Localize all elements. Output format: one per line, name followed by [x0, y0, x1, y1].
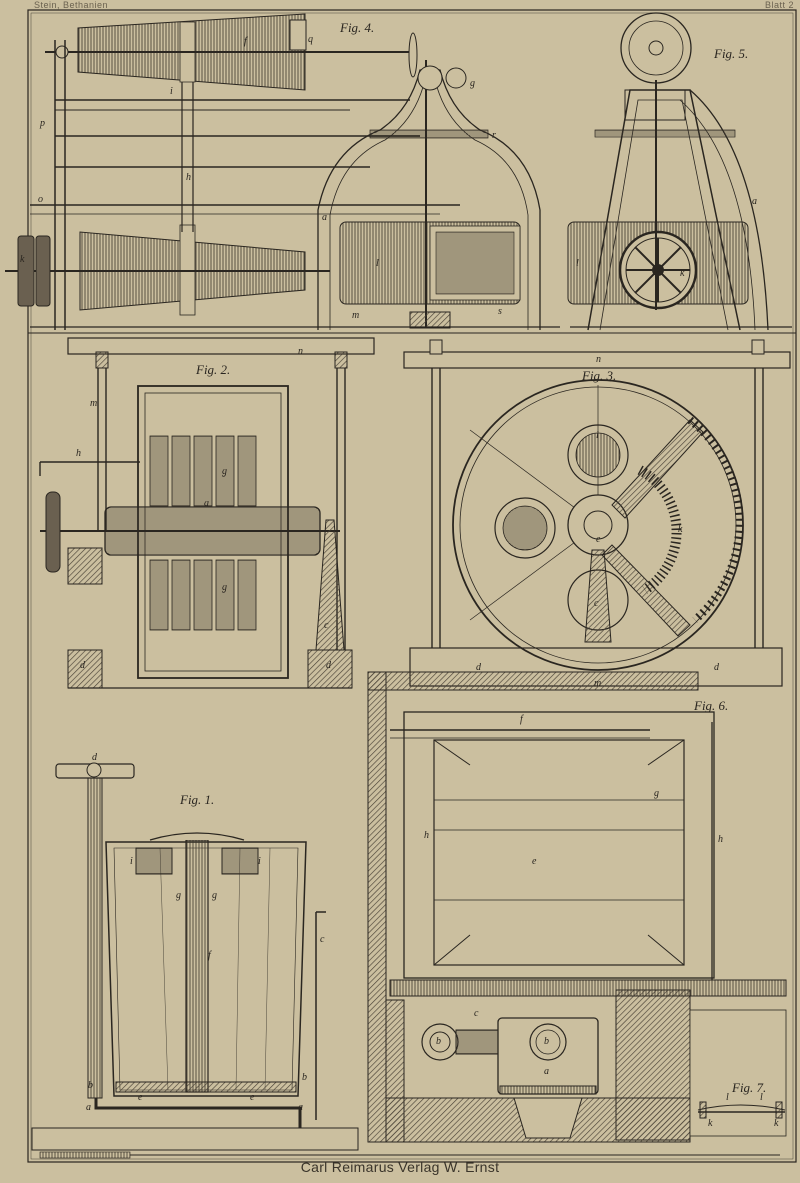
ref-letter: g [654, 788, 659, 799]
ref-letter: h [718, 834, 723, 845]
ref-letter: s [498, 306, 502, 317]
ref-letter: i [258, 856, 261, 867]
fig5-label: Fig. 5. [714, 46, 749, 61]
publisher-imprint: Carl Reimarus Verlag W. Ernst [300, 1159, 500, 1175]
ref-letter: h [186, 172, 191, 183]
fig1-label: Fig. 1. [180, 792, 215, 807]
ref-letter: a [204, 498, 209, 509]
ref-letter: o [38, 194, 43, 205]
header-left: Stein, Bethanien [34, 0, 109, 10]
ref-letter: c [474, 1008, 479, 1019]
fig2-drawing [39, 337, 375, 689]
ref-letter: g [222, 466, 227, 477]
ref-letter: i [170, 86, 173, 97]
fig3-label: Fig. 3. [582, 368, 617, 383]
ref-letter: g [176, 890, 181, 901]
ref-letter: l [376, 258, 379, 269]
ref-letter: b [88, 1080, 93, 1091]
ref-letter: a [298, 1102, 303, 1113]
ref-letter: c [320, 934, 325, 945]
ref-letter: a [544, 1066, 549, 1077]
fig6-label: Fig. 6. [694, 698, 729, 713]
fig3-drawing [403, 339, 791, 687]
ref-letter: r [492, 130, 496, 141]
ref-letter: f [244, 36, 247, 47]
ref-letter: k [708, 1118, 713, 1129]
ref-letter: b [436, 1036, 441, 1047]
ref-letter: d [714, 662, 719, 673]
fig4-drawing [5, 13, 560, 330]
ref-letter: d [476, 662, 481, 673]
ref-letter: a [86, 1102, 91, 1113]
ref-letter: e [532, 856, 537, 867]
ref-letter: e [138, 1092, 143, 1103]
ref-letter: d [326, 660, 331, 671]
ref-letter: l [760, 1092, 763, 1103]
ref-letter: m [352, 310, 360, 321]
header-right: Blatt 2 [764, 0, 794, 10]
fig2-label: Fig. 2. [196, 362, 231, 377]
ref-letter: k [20, 254, 25, 265]
ref-letter: b [544, 1036, 549, 1047]
ref-letter: d [92, 752, 97, 763]
ref-letter: i [596, 430, 599, 441]
ref-letter: c [594, 598, 599, 609]
ref-letter: e [596, 534, 601, 545]
ref-letter: k [680, 268, 685, 279]
ref-letter: g [470, 78, 475, 89]
scale-bar [39, 1151, 780, 1159]
ref-letter: q [308, 34, 313, 45]
plate-border [27, 9, 797, 1163]
ref-letter: e [250, 1092, 255, 1103]
ref-letter: n [298, 346, 303, 357]
ref-letter: k [678, 524, 683, 535]
ref-letter: f [208, 950, 211, 961]
ref-letter: g [222, 582, 227, 593]
fig6-drawing [367, 671, 787, 1143]
ref-letter: l [726, 1092, 729, 1103]
ref-letter: a [322, 212, 327, 223]
ref-letter: k [774, 1118, 779, 1129]
ref-letter: i [130, 856, 133, 867]
fig1-drawing [31, 762, 359, 1151]
ref-letter: f [520, 714, 523, 725]
ref-letter: n [596, 354, 601, 365]
ref-letter: d [80, 660, 85, 671]
ref-letter: m [594, 678, 602, 689]
fig7-label: Fig. 7. [732, 1080, 767, 1095]
fig7-drawing [689, 1009, 787, 1137]
fig4-label: Fig. 4. [340, 20, 375, 35]
ref-letter: l [576, 258, 579, 269]
ref-letter: c [324, 620, 329, 631]
ref-letter: h [424, 830, 429, 841]
fig5-drawing [567, 12, 792, 331]
ref-letter: b [302, 1072, 307, 1083]
plate-border-inner [30, 12, 794, 1160]
ref-letter: m [90, 398, 98, 409]
ref-letter: h [76, 448, 81, 459]
ref-letter: a [752, 196, 757, 207]
ref-letter: g [212, 890, 217, 901]
ref-letter: p [40, 118, 45, 129]
